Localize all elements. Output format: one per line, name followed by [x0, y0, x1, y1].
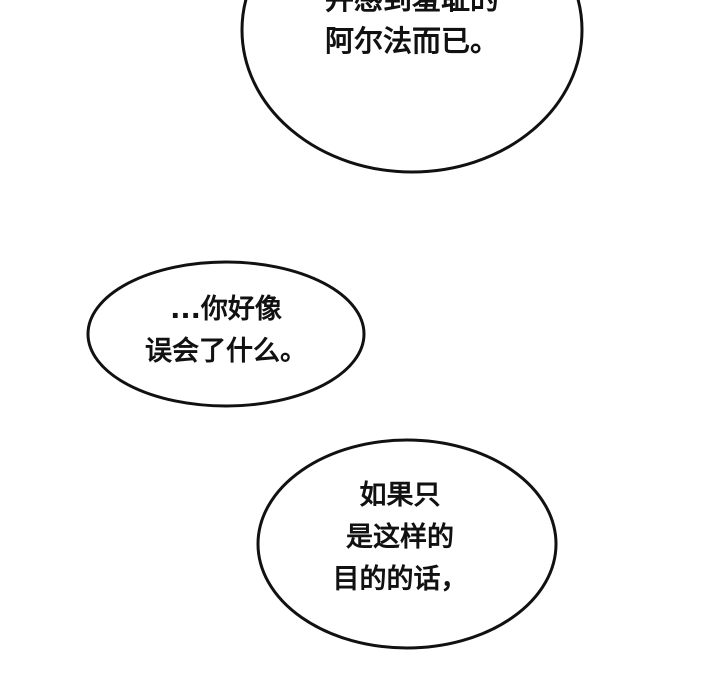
speech-bubble-1	[240, 0, 584, 174]
bubble-3-line-3: 目的的话，	[332, 564, 468, 595]
bubble-3-line-1: 如果只	[359, 480, 441, 511]
bubble-1-line-2: 阿尔法而已。	[324, 24, 499, 58]
speech-bubble-2	[86, 260, 366, 408]
bubble-2-text: ...你好像 误会了什么。	[96, 289, 356, 373]
bubble-1-line-1: 并感到羞耻的	[262, 0, 562, 20]
bubble-2-line-2: 误会了什么。	[145, 336, 307, 367]
bubble-3-text: 如果只 是这样的 目的的话，	[280, 475, 520, 601]
bubble-1-text: 并感到羞耻的 阿尔法而已。	[262, 0, 562, 62]
speech-bubble-3	[256, 438, 558, 650]
bubble-3-line-2: 是这样的	[346, 522, 454, 553]
bubble-2-line-1: ...你好像	[170, 294, 282, 325]
